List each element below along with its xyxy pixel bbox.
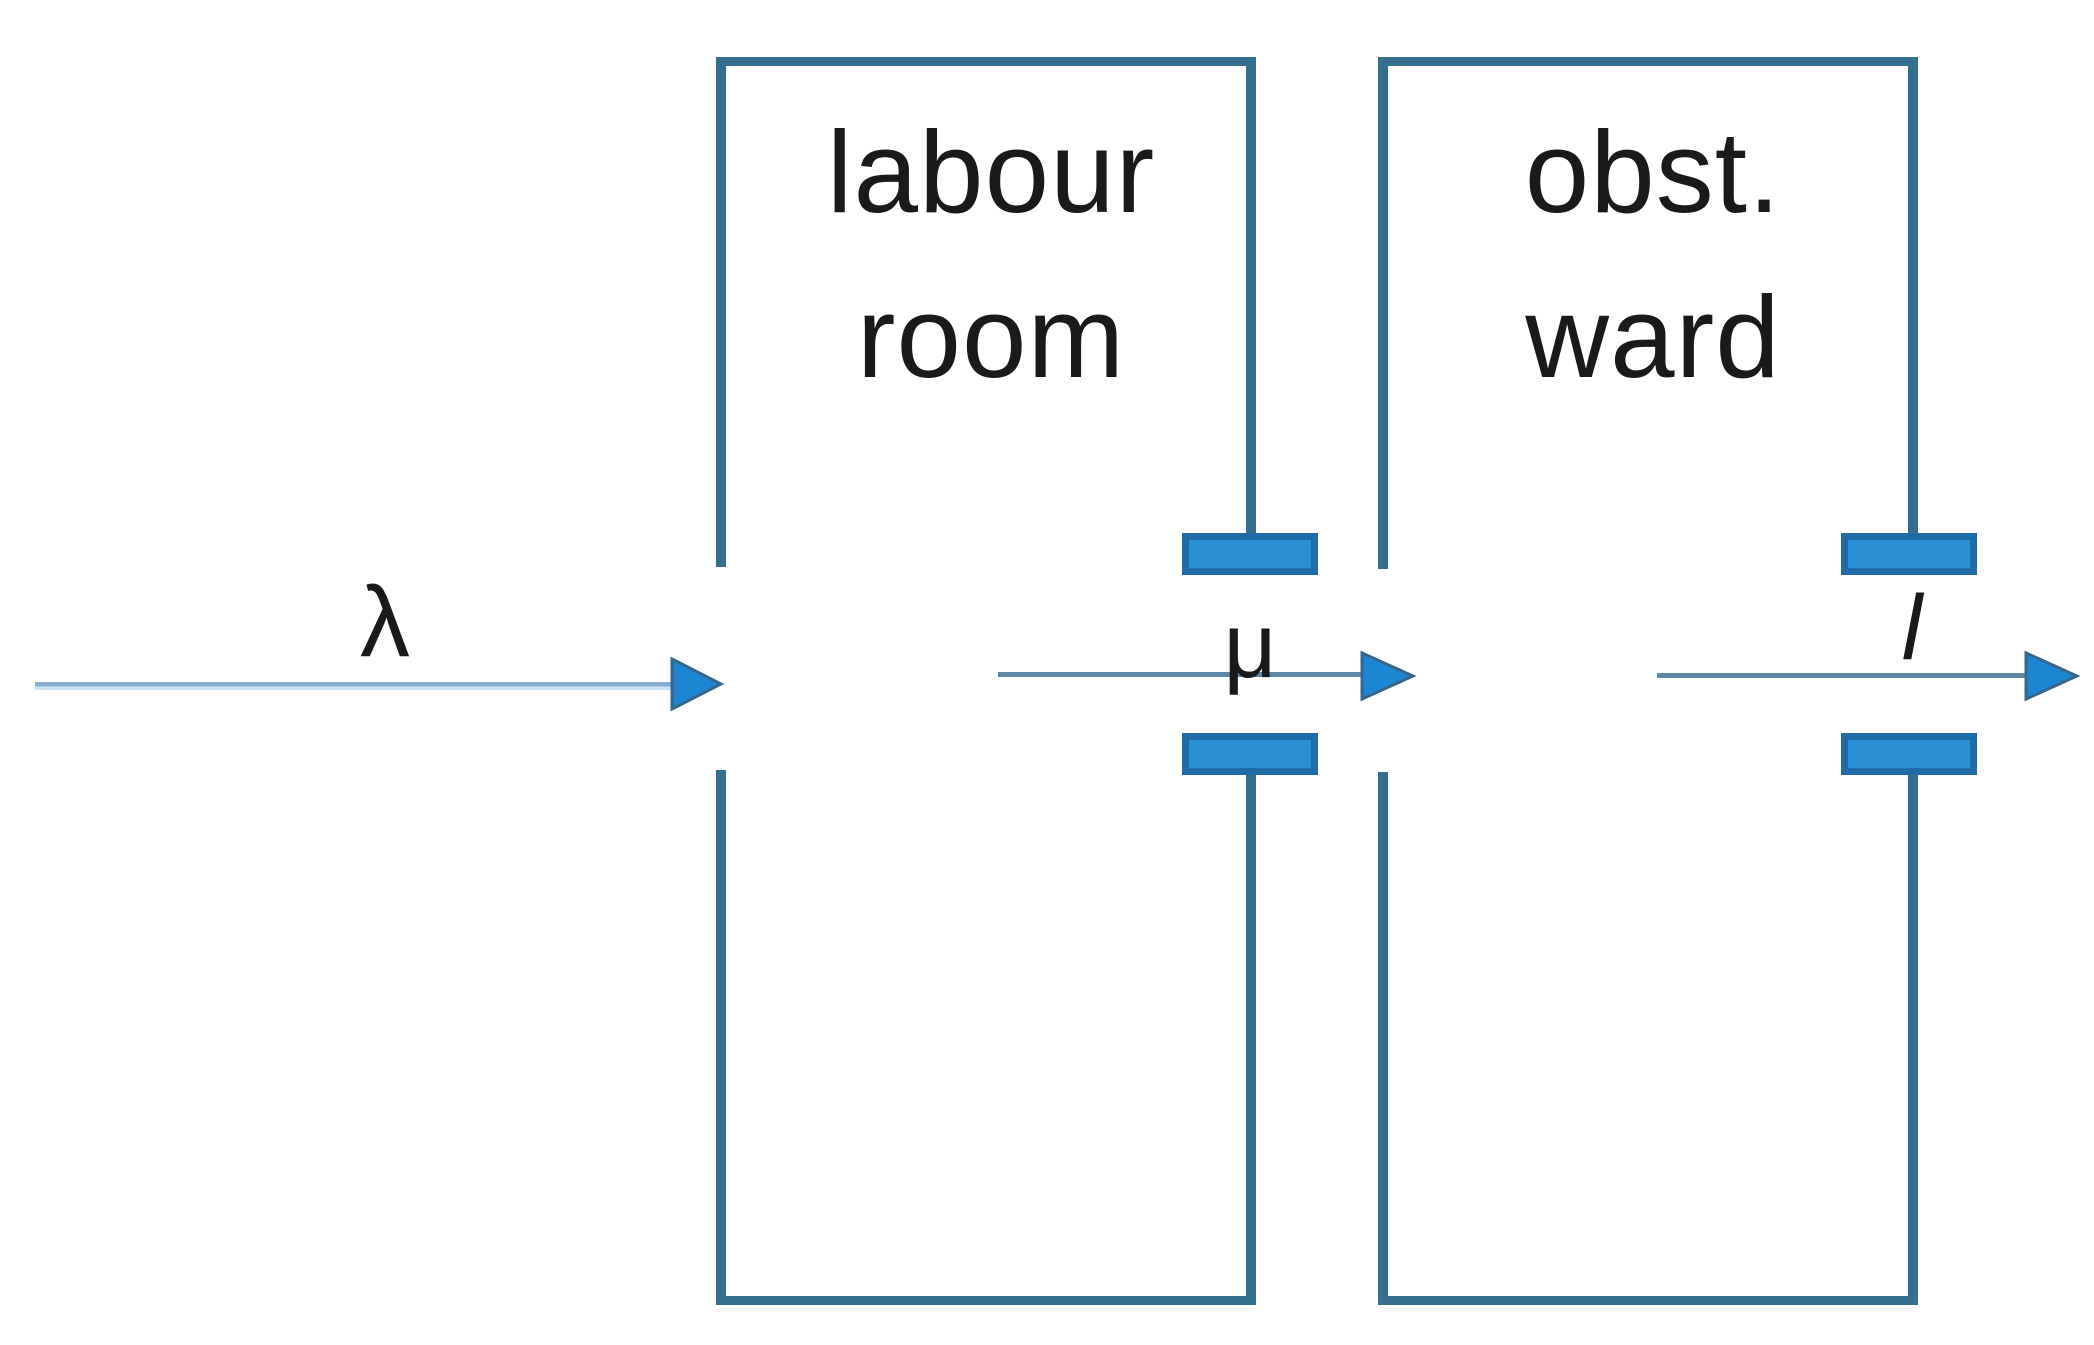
obst-ward-label-line1: obst. — [1524, 107, 1782, 237]
labour-room-wall-left-lower — [716, 770, 726, 1305]
labour-room-wall-left-upper — [716, 57, 726, 567]
obst-ward-wall-left-upper — [1378, 57, 1388, 569]
labour-room-door-plate-top — [1182, 533, 1318, 575]
transfer-rate-label: μ — [1223, 595, 1277, 697]
labour-room-wall-right-upper — [1246, 57, 1256, 533]
transfer-arrow-line — [998, 672, 1364, 677]
labour-room-wall-right-lower — [1246, 775, 1256, 1305]
labour-room-label: labour room — [726, 90, 1256, 420]
labour-room-wall-bottom — [716, 1296, 1256, 1305]
obst-ward-wall-right-lower — [1908, 775, 1918, 1305]
labour-room-label-line2: room — [856, 272, 1126, 402]
arrival-arrow-line — [35, 682, 673, 690]
obst-ward-wall-top — [1378, 57, 1918, 66]
obst-ward-wall-left-lower — [1378, 772, 1388, 1305]
obst-ward-door-plate-top — [1841, 533, 1977, 575]
labour-room-label-line1: labour — [826, 107, 1156, 237]
arrival-arrowhead-icon — [670, 656, 724, 712]
arrival-rate-label: λ — [360, 566, 410, 678]
obst-ward-label-line2: ward — [1525, 272, 1781, 402]
discharge-rate-label: l — [1901, 577, 1923, 679]
labour-room-door-plate-bottom — [1182, 733, 1318, 775]
transfer-arrowhead-icon — [1360, 650, 1416, 702]
labour-room-wall-top — [716, 57, 1256, 66]
discharge-arrow-line — [1657, 673, 2027, 678]
obst-ward-wall-bottom — [1378, 1296, 1918, 1305]
obst-ward-label: obst. ward — [1388, 90, 1918, 420]
obst-ward-wall-right-upper — [1908, 57, 1918, 533]
obst-ward-door-plate-bottom — [1841, 733, 1977, 775]
discharge-arrowhead-icon — [2024, 650, 2080, 702]
